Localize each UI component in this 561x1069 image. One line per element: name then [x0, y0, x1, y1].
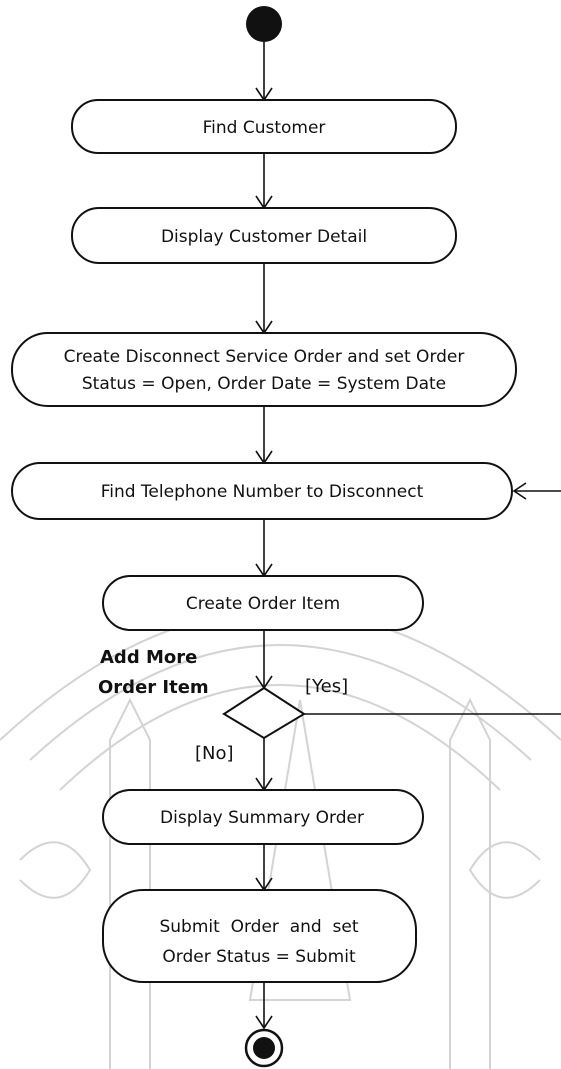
display-summary-order-label: Display Summary Order [160, 808, 364, 828]
initial-node [246, 6, 282, 42]
watermark-seal [0, 609, 561, 1069]
final-node [244, 1028, 284, 1068]
create-order-item-label: Create Order Item [186, 594, 340, 614]
decision-label-line1: Add More [100, 647, 197, 668]
submit-order-node [102, 889, 417, 983]
create-order-item-node [102, 575, 424, 631]
decision-label-line2: Order Item [98, 677, 209, 698]
find-telephone-number-node [11, 462, 513, 520]
find-customer-label: Find Customer [203, 118, 326, 138]
no-guard-label: [No] [195, 743, 234, 764]
display-customer-detail-node [71, 207, 457, 264]
find-telephone-number-label: Find Telephone Number to Disconnect [101, 482, 424, 502]
create-disconnect-order-label-line1: Create Disconnect Service Order and set … [64, 347, 465, 367]
submit-order-label-line1: Submit Order and set [159, 917, 358, 937]
yes-guard-label: [Yes] [305, 676, 348, 697]
create-disconnect-order-label-line2: Status = Open, Order Date = System Date [82, 374, 446, 394]
submit-order-label-line2: Order Status = Submit [162, 947, 356, 967]
create-disconnect-order-node [11, 332, 517, 407]
add-more-decision-node [222, 686, 306, 740]
find-customer-node [71, 99, 457, 154]
display-customer-detail-label: Display Customer Detail [161, 227, 367, 247]
control-flow-edges [255, 42, 561, 1030]
display-summary-order-node [102, 789, 424, 845]
